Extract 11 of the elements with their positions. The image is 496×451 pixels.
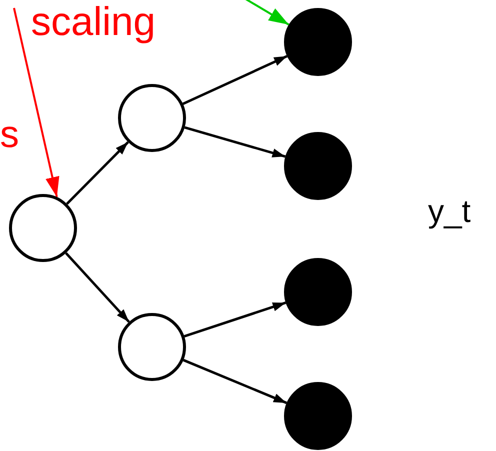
- label-text: scaling: [31, 2, 156, 42]
- arrow: [182, 55, 288, 105]
- arrow: [182, 358, 288, 404]
- hollow-circle: [9, 194, 77, 262]
- label-text: y_t: [428, 195, 471, 227]
- arrow: [184, 302, 286, 338]
- arrow: [65, 252, 130, 323]
- arrow: [66, 141, 129, 205]
- label-text: s: [0, 116, 19, 154]
- arrow: [13, 8, 60, 198]
- arrow: [184, 126, 286, 158]
